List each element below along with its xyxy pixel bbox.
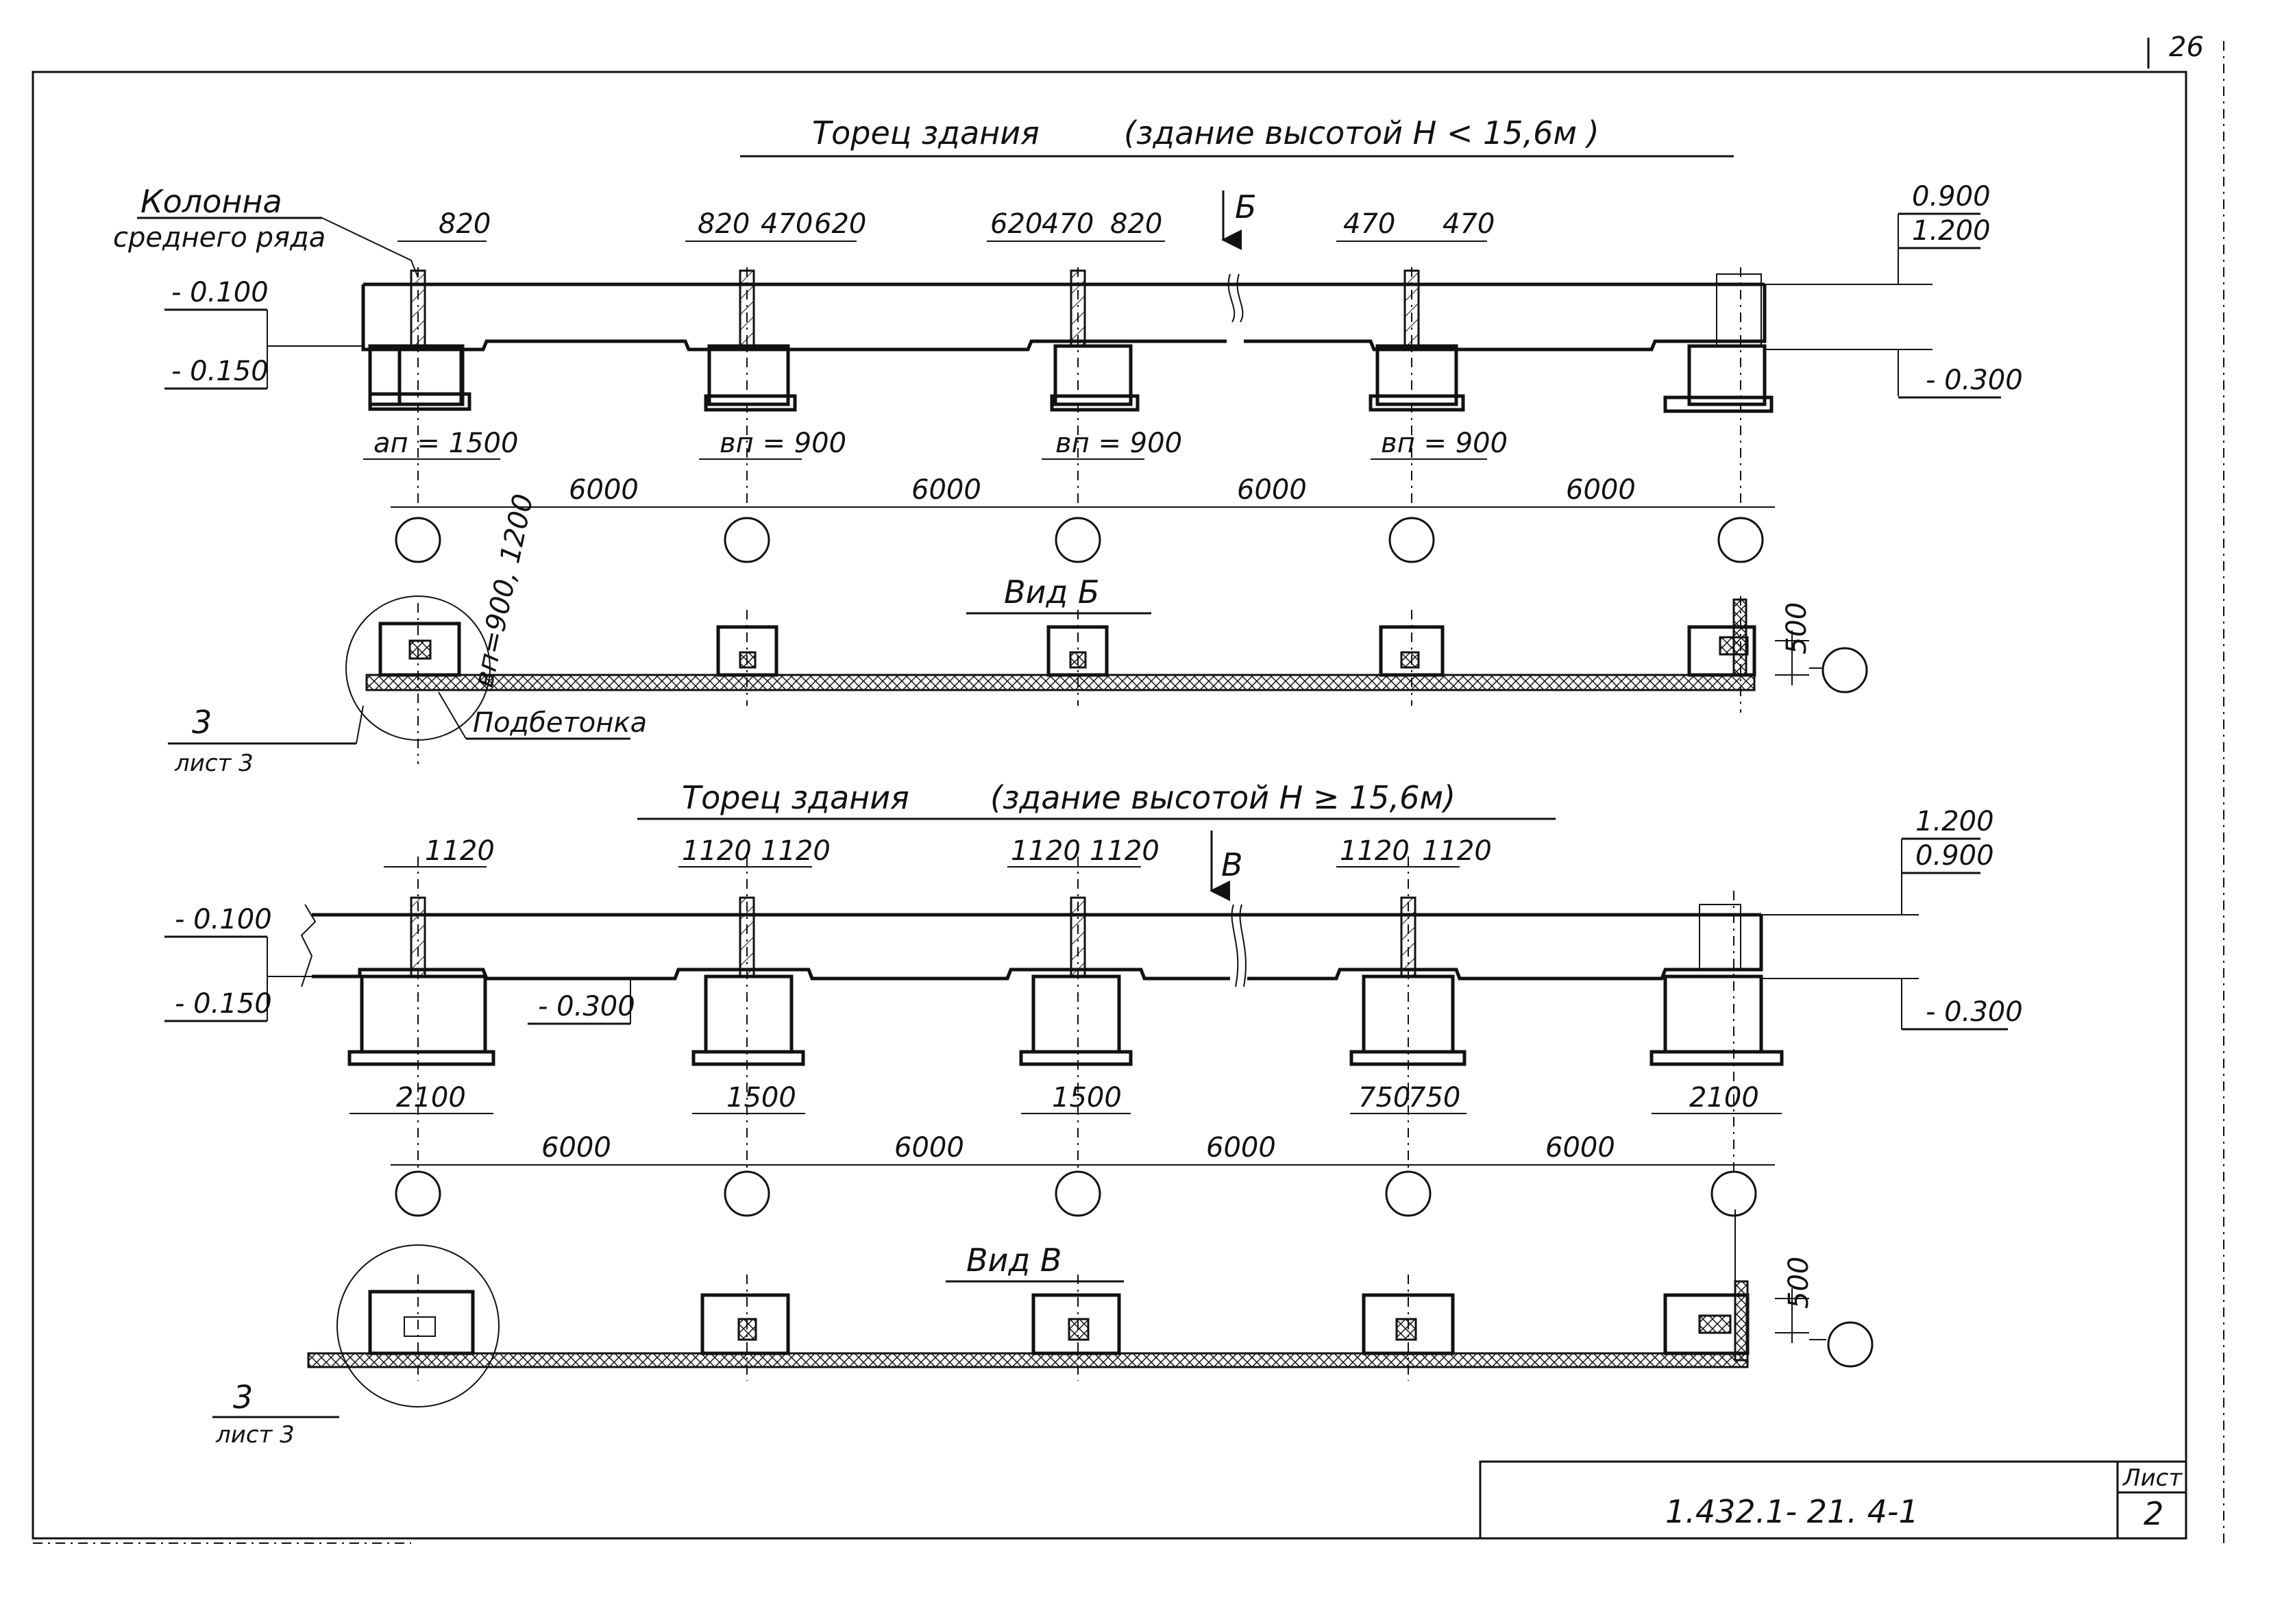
foundation-v3 [1019,896,1133,1066]
view-b-dim-500: 500 [1781,602,1813,654]
bottom-elevation: Торец здания (здание высотой H ≥ 15,6м) … [164,779,2023,1217]
dim-1120-2: 1120 [682,835,752,867]
pad-b-900-1: вп = 900 [720,428,846,459]
foundation-4 [1369,269,1465,412]
level-left-1: - 0.100 [171,277,269,308]
dim-1120-4: 1120 [1011,835,1081,867]
callout-circle-v [336,1244,500,1407]
span-1: 6000 [569,474,639,506]
title-stamp: Лист 2 1.432.1- 21. 4-1 [1479,1460,2186,1538]
axis-bubble-4 [1388,517,1435,563]
stamp-doc-code: 1.432.1- 21. 4-1 [1665,1493,1919,1530]
width-750-a: 750 [1358,1082,1410,1114]
axis-bubble-3 [1055,517,1101,563]
dim-620-a: 620 [814,208,866,240]
span-v-2: 6000 [894,1132,964,1164]
axis-bubble-1 [395,517,441,563]
foundation-5 [1663,273,1774,413]
axis-bubble-v5 [1710,1170,1757,1217]
view-b-pad-label: вп=900, 1200 [468,491,540,690]
axis-bubble-2 [724,517,770,563]
dim-820-c: 820 [1110,208,1162,240]
span-v-4: 6000 [1545,1132,1615,1164]
view-b-title: Вид Б [1004,574,1099,611]
top-elevation: Торец здания (здание высотой H < 15,6м )… [113,114,2023,563]
axis-bubble-vv [1827,1321,1874,1368]
stamp-sheet-label: Лист [2122,1464,2183,1492]
level-right-1: 0.900 [1912,181,1991,212]
level-v-left-1: - 0.100 [175,904,272,935]
level-v-inner: - 0.300 [538,991,635,1022]
dim-470-b: 470 [1042,208,1094,240]
pad-a-1500: aп = 1500 [373,428,518,459]
callout-b-num: 3 [192,704,212,741]
column-label: Колонна [140,183,282,220]
width-2100-a: 2100 [396,1082,466,1114]
corner-sheet-number: 26 [2169,32,2204,63]
dim-1120-7: 1120 [1422,835,1492,867]
width-1500-a: 1500 [726,1082,796,1114]
view-v-dim-500: 500 [1783,1257,1815,1309]
dim-470-d: 470 [1443,208,1495,240]
span-2: 6000 [911,474,981,506]
section-mark-b: Б [1235,188,1257,225]
dim-1120-6: 1120 [1340,835,1410,867]
axis-bubble-v3 [1055,1170,1101,1217]
width-1500-b: 1500 [1052,1082,1122,1114]
column-label-sub: среднего ряда [113,222,326,254]
callout-b-sheet: лист 3 [174,750,254,777]
span-v-1: 6000 [541,1132,611,1164]
bottom-subtitle: (здание высотой H ≥ 15,6м) [990,779,1456,816]
pad-b-900-2: вп = 900 [1055,428,1182,459]
level-right-3: - 0.300 [1926,365,2023,396]
span-3: 6000 [1237,474,1307,506]
sheet-frame [32,38,2224,1549]
dim-820-b: 820 [698,208,750,240]
axis-bubble-v1 [395,1170,441,1217]
view-v: Вид В 3 лист 3 500 [212,1209,1874,1449]
axis-bubble-v4 [1385,1170,1432,1217]
dim-470-a: 470 [761,208,813,240]
dim-1120-1: 1120 [425,835,495,867]
width-2100-b: 2100 [1689,1082,1759,1114]
subconcrete-label: Подбетонка [473,707,647,739]
level-v-right-3: - 0.300 [1926,996,2023,1028]
span-4: 6000 [1566,474,1636,506]
foundation-2 [704,269,797,412]
callout-v-num: 3 [233,1379,253,1416]
callout-v-sheet: лист 3 [215,1421,295,1449]
level-v-right-1: 1.200 [1915,806,1994,837]
axis-bubble-5 [1717,517,1764,563]
span-v-3: 6000 [1206,1132,1276,1164]
foundation-v5 [1649,904,1784,1066]
level-v-right-2: 0.900 [1915,840,1994,872]
foundation-1 [368,269,471,411]
dim-1120-5: 1120 [1090,835,1160,867]
section-mark-v: В [1221,846,1243,883]
foundation-3 [1050,269,1140,412]
level-right-2: 1.200 [1912,215,1991,247]
axis-bubble-v2 [724,1170,770,1217]
level-left-2: - 0.150 [171,356,269,387]
axis-bubble-vb [1821,647,1868,693]
view-v-title: Вид В [966,1242,1062,1279]
foundation-v1 [347,896,495,1066]
width-750-b: 750 [1408,1082,1460,1114]
bottom-title: Торец здания [682,779,909,816]
foundation-v2 [691,896,805,1066]
pad-b-900-3: вп = 900 [1381,428,1508,459]
dim-470-c: 470 [1343,208,1395,240]
dim-820-a: 820 [439,208,491,240]
level-v-left-2: - 0.150 [175,988,272,1020]
stamp-sheet-number: 2 [2144,1495,2163,1532]
top-subtitle: (здание высотой H < 15,6м ) [1124,114,1599,151]
dim-1120-3: 1120 [761,835,831,867]
dim-620-b: 620 [990,208,1042,240]
top-title: Торец здания [812,114,1040,151]
